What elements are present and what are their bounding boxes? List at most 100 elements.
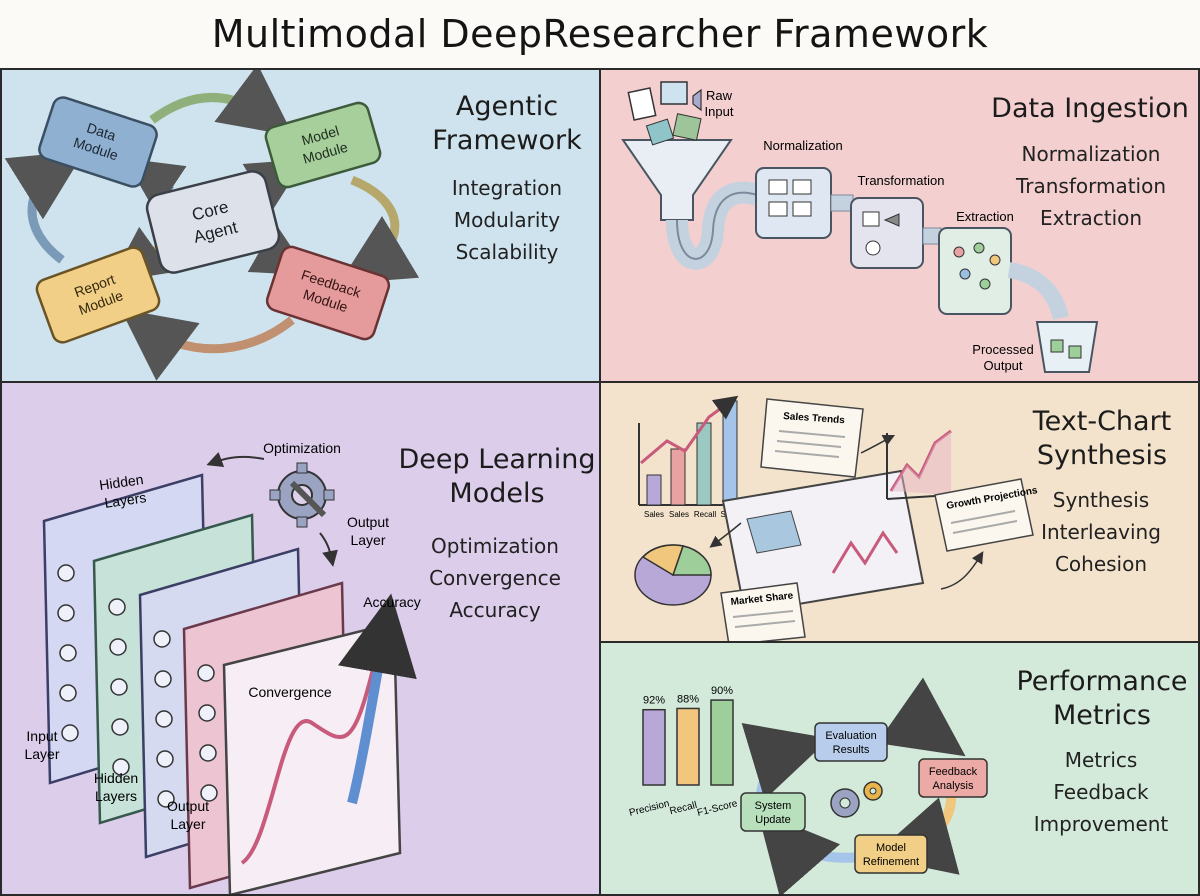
keyword: Improvement	[1033, 812, 1169, 836]
tc-bar	[646, 474, 662, 506]
hidden-layers-bottom-label: Layers	[95, 788, 137, 804]
central-document	[721, 469, 925, 615]
bar-tick-label: Sales	[669, 510, 689, 519]
hidden-layers-label: Layers	[103, 489, 147, 511]
keyword: Interleaving	[1041, 520, 1161, 544]
agentic-title: Agentic Framework	[432, 91, 582, 156]
cycle-arrow	[757, 810, 862, 894]
metric-bar	[642, 708, 666, 786]
hidden-layers-label: Hidden	[98, 471, 144, 493]
text-chart-diagram: Sales Sales Recall Score Sales Trends Ma…	[634, 395, 1039, 641]
ingestion-title: Data Ingestion	[991, 93, 1189, 124]
keyword: Accuracy	[449, 598, 541, 622]
report-module-box: Report Module	[35, 246, 161, 344]
processed-output-label: Processed	[972, 342, 1033, 357]
metric-value-label: 90%	[711, 685, 733, 697]
svg-text:Model: Model	[876, 842, 906, 854]
keyword: Extraction	[1039, 206, 1143, 230]
speaker-icon	[692, 88, 702, 112]
keyword: Convergence	[429, 566, 561, 590]
input-layer-label: Input	[26, 728, 57, 744]
arrow-core-data	[124, 158, 187, 213]
deep-learning-diagram: Optimization Hidden Layers Output Layer …	[24, 440, 421, 894]
output-layer-label: Layer	[350, 532, 385, 548]
performance-keywords: Metrics Feedback Improvement	[1011, 744, 1191, 840]
feedback-analysis-box: Feedback Analysis	[918, 758, 988, 798]
textchart-keywords: Synthesis Interleaving Cohesion	[1011, 484, 1191, 580]
output-layer-bottom-label: Layer	[170, 816, 205, 832]
feedback-module-box: Feedback Module	[265, 245, 391, 341]
input-layer-label: Layer	[24, 746, 59, 762]
optimization-arrow	[206, 451, 265, 467]
arrow-report-to-data	[4, 150, 85, 264]
svg-text:System: System	[755, 800, 792, 812]
keyword: Normalization	[1021, 142, 1161, 166]
hidden-layers-bottom-label: Hidden	[94, 770, 138, 786]
keyword: Integration	[451, 176, 563, 200]
svg-text:Refinement: Refinement	[863, 856, 919, 868]
transformation-box	[850, 197, 924, 269]
keyword: Feedback	[1053, 780, 1149, 804]
output-layer-bottom-label: Output	[167, 798, 209, 814]
pie-chart	[634, 544, 712, 606]
svg-text:Results: Results	[833, 744, 870, 756]
neural-nodes	[57, 564, 218, 808]
arrow-model-to-feedback	[338, 175, 420, 284]
panel-text-chart-synthesis: Sales Sales Recall Score Sales Trends Ma…	[599, 381, 1200, 643]
processed-output-label: Output	[983, 358, 1022, 373]
arrow-feedback-to-report	[120, 308, 295, 381]
metric-value-label: 92%	[643, 695, 665, 707]
metric-category-label: F1-Score	[696, 798, 739, 819]
metric-bar	[676, 707, 700, 786]
funnel	[621, 139, 733, 221]
trend-arrow	[640, 395, 739, 465]
evaluation-results-box: Evaluation Results	[814, 722, 888, 762]
model-module-box: Model Module	[264, 101, 382, 189]
tc-bar	[696, 422, 712, 506]
raw-input-label: Input	[705, 104, 734, 119]
cycle-arrow	[741, 723, 830, 800]
data-module-box: Data Module	[38, 96, 158, 188]
svg-text:Analysis: Analysis	[933, 780, 974, 792]
image-icon	[660, 81, 688, 105]
keyword: Transformation	[1015, 174, 1167, 198]
funnel-items	[645, 118, 675, 146]
raw-input-label: Raw	[706, 88, 733, 103]
gear-icon	[830, 788, 860, 818]
growth-projections-note	[934, 478, 1034, 552]
system-update-box: System Update	[740, 792, 806, 832]
output-bucket	[1035, 321, 1099, 373]
document-icon	[627, 87, 657, 121]
convergence-chart-panel	[222, 621, 402, 894]
metric-value-label: 88%	[677, 693, 699, 705]
performance-title: Performance Metrics	[1016, 666, 1188, 731]
extraction-box	[938, 227, 1012, 315]
accuracy-label: Accuracy	[363, 594, 421, 610]
sales-trends-label: Sales Trends	[783, 411, 846, 426]
sales-trends-note	[760, 398, 864, 478]
accuracy-arrow	[337, 593, 417, 805]
svg-text:Update: Update	[755, 814, 790, 826]
agentic-diagram: Data Module Model Module Core Agent Repo…	[4, 70, 420, 381]
metric-category-label: Recall	[669, 800, 699, 817]
keyword: Metrics	[1064, 748, 1138, 772]
convergence-curve	[240, 618, 388, 865]
transformation-label: Transformation	[858, 173, 945, 188]
bar-tick-label: Sales	[644, 510, 664, 519]
svg-text:Evaluation: Evaluation	[825, 730, 876, 742]
panel-agentic-framework: Data Module Model Module Core Agent Repo…	[0, 68, 601, 383]
model-refinement-box: Model Refinement	[854, 834, 928, 874]
agentic-keywords: Integration Modularity Scalability	[412, 172, 599, 268]
keyword: Scalability	[455, 240, 559, 264]
panel-data-ingestion: Raw Input Normalization Transformation E…	[599, 68, 1200, 383]
optimization-label: Optimization	[263, 440, 341, 456]
tc-bar	[670, 448, 686, 506]
tc-bar	[722, 400, 738, 506]
svg-text:Feedback: Feedback	[929, 766, 978, 778]
extraction-label: Extraction	[956, 209, 1014, 224]
arrow-data-to-model	[149, 70, 294, 137]
ingestion-diagram: Raw Input Normalization Transformation E…	[621, 81, 1099, 373]
page-title: Multimodal DeepResearcher Framework	[211, 12, 989, 56]
